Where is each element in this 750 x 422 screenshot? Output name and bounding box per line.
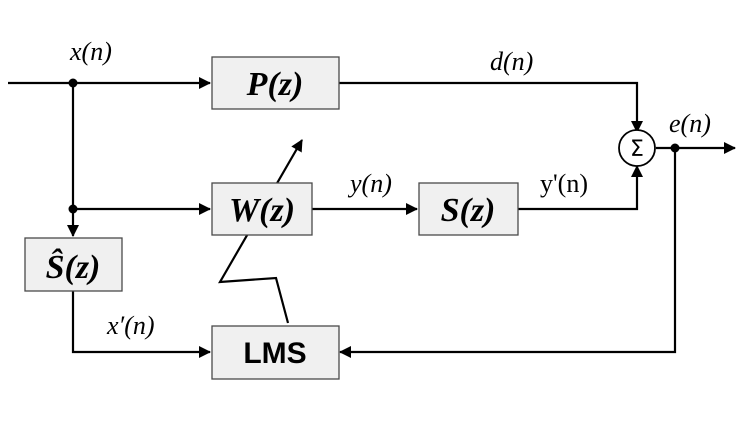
p-block: P(z) <box>211 56 340 110</box>
signal-e: e(n) <box>669 109 711 138</box>
junction-dot-x <box>68 78 78 88</box>
sum-symbol: Σ <box>630 137 644 162</box>
s-hat-block: Ŝ(z) <box>24 237 123 292</box>
error-feedback-line <box>339 148 677 358</box>
summing-junction: Σ <box>618 129 656 167</box>
lms-block: LMS <box>211 325 340 380</box>
s-block-label: S(z) <box>441 192 496 229</box>
signal-x-prime: x′(n) <box>106 311 155 340</box>
y-prime-line <box>518 165 643 211</box>
signal-d: d(n) <box>490 47 533 76</box>
signal-y: y(n) <box>347 169 392 198</box>
w-block-label: W(z) <box>229 192 295 229</box>
junction-dot-branch <box>68 204 78 214</box>
s-hat-block-label: Ŝ(z) <box>46 248 101 286</box>
w-block: W(z) <box>211 182 313 236</box>
x-prime-line <box>71 291 211 358</box>
s-block: S(z) <box>418 182 519 236</box>
d-line <box>339 81 643 133</box>
signal-x: x(n) <box>69 37 112 66</box>
lms-block-label: LMS <box>243 337 306 370</box>
signal-y-prime: y'(n) <box>540 169 588 198</box>
p-block-label: P(z) <box>246 66 304 103</box>
